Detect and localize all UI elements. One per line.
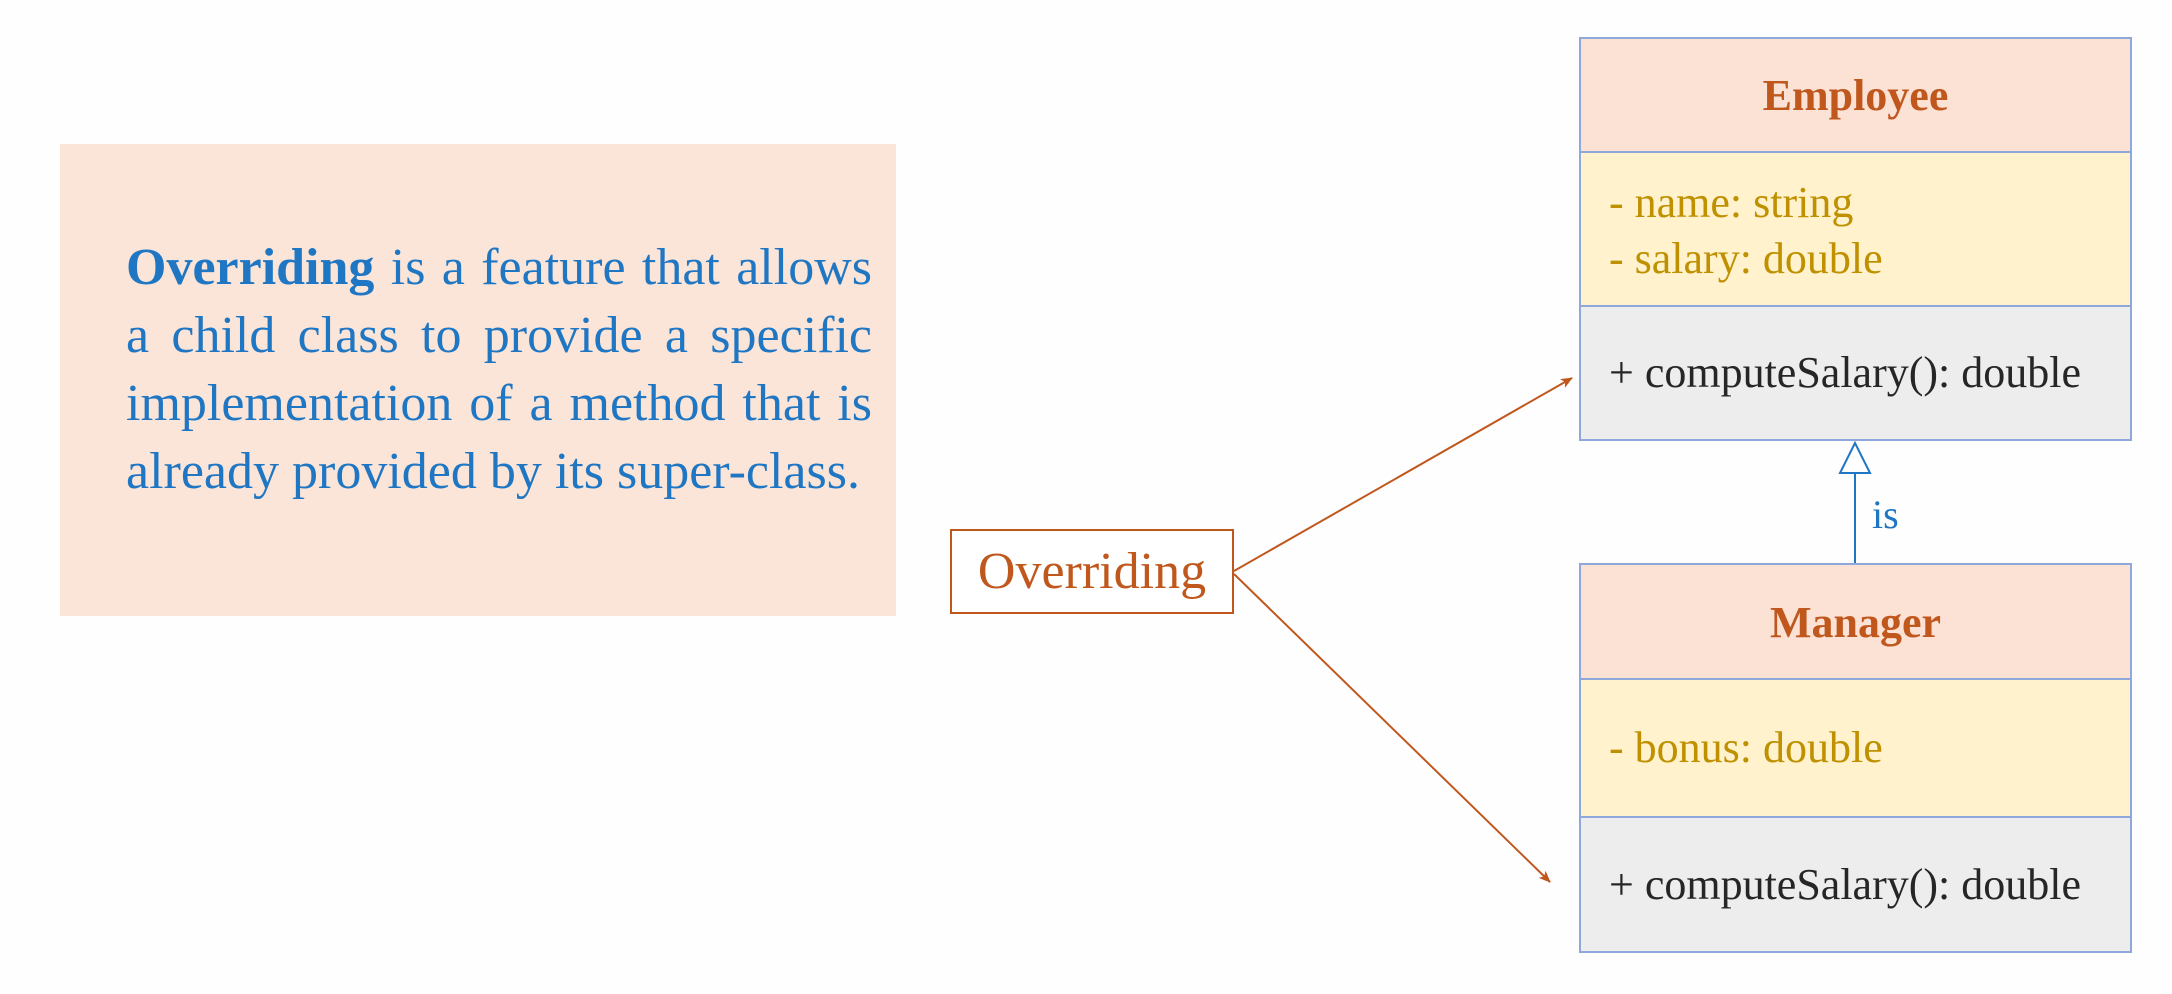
employee-attributes: - name: string - salary: double [1581,153,2130,307]
employee-attribute-salary: - salary: double [1609,234,1883,283]
manager-class-name: Manager [1581,565,2130,680]
employee-class-name: Employee [1581,39,2130,153]
override-arrow-to-manager [1233,573,1551,883]
manager-class-box: Manager - bonus: double + computeSalary(… [1579,563,2132,953]
employee-methods: + computeSalary(): double [1581,307,2130,439]
employee-class-box: Employee - name: string - salary: double… [1579,37,2132,441]
manager-attribute-bonus: - bonus: double [1609,723,1883,772]
definition-box: Overriding is a feature that allows a ch… [60,144,896,616]
manager-attributes: - bonus: double [1581,680,2130,818]
employee-attribute-name: - name: string [1609,178,1854,227]
manager-method-compute-salary: + computeSalary(): double [1609,860,2082,909]
overriding-label: Overriding [950,529,1234,614]
definition-term: Overriding [126,239,375,296]
manager-methods: + computeSalary(): double [1581,818,2130,951]
definition-body: is a feature that allows a child class t… [126,239,872,500]
employee-method-compute-salary: + computeSalary(): double [1609,348,2082,397]
override-arrow-to-employee [1233,377,1573,572]
inheritance-arrowhead [1838,440,1872,474]
definition-text: Overriding is a feature that allows a ch… [126,234,872,506]
inheritance-label: is [1872,492,1899,537]
